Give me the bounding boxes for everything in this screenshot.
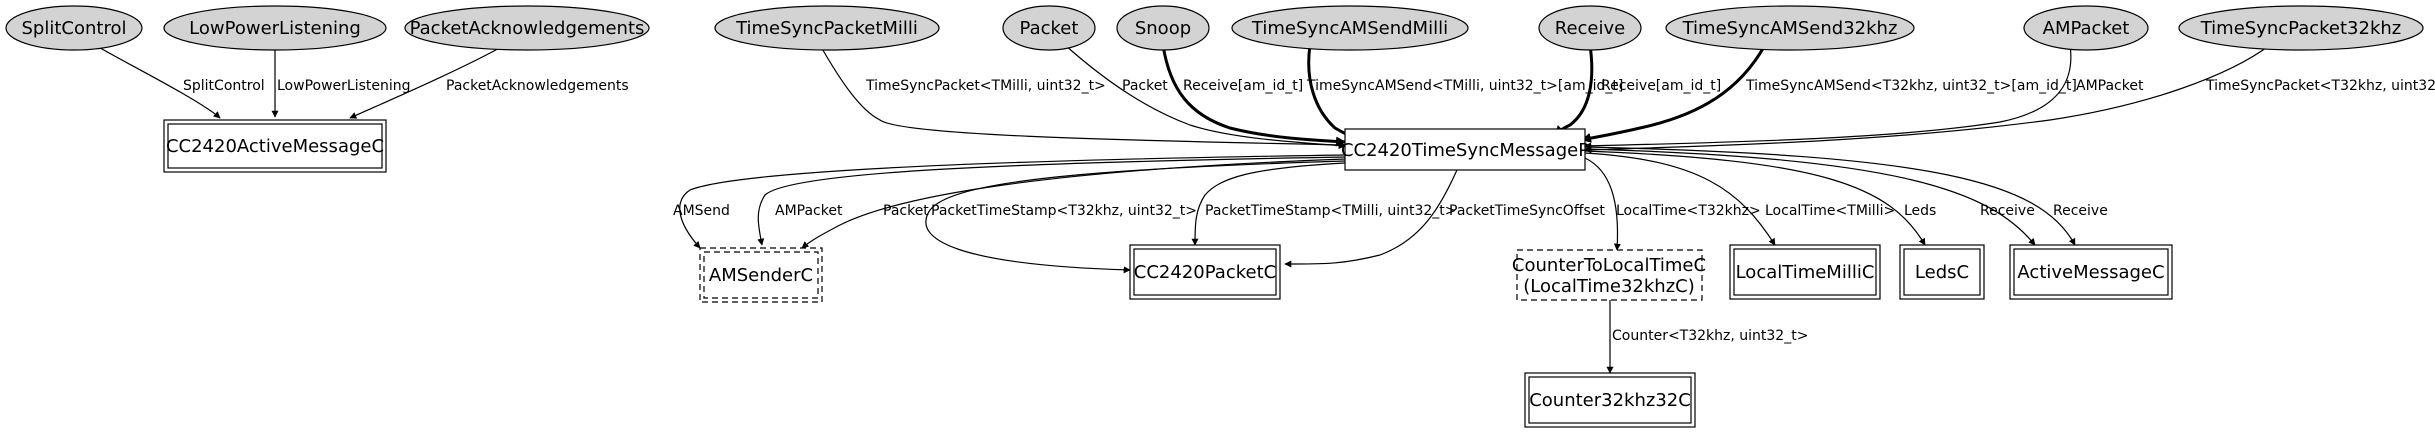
node-label-cc2420-timesync-message: CC2420TimeSyncMessageP <box>1341 140 1589 161</box>
edge-labels: SplitControl LowPowerListening PacketAck… <box>183 78 2435 344</box>
node-label-receive: Receive <box>1555 18 1625 39</box>
node-ts-packet-milli[interactable]: TimeSyncPacketMilli <box>714 5 940 51</box>
edge-label-ts-packet-milli: TimeSyncPacket<TMilli, uint32_t> <box>865 78 1106 94</box>
node-split-control[interactable]: SplitControl <box>5 5 143 51</box>
edge-label-counter: Counter<T32khz, uint32_t> <box>1612 328 1808 344</box>
node-label-counter-to-localtime-2: (LocalTime32khzC) <box>1523 276 1695 297</box>
edge-packet <box>1064 44 1346 150</box>
node-label-counter-to-localtime-1: CounterToLocalTimeC <box>1512 255 1706 276</box>
node-localtime-milli[interactable]: LocalTimeMilliC <box>1729 244 1881 300</box>
edge-label-receive: Receive[am_id_t] <box>1601 78 1721 94</box>
node-label-cc2420-active-message: CC2420ActiveMessageC <box>166 136 384 157</box>
interface-nodes: SplitControl LowPowerListening PacketAck… <box>5 5 2424 51</box>
edge-ts-amsend-32khz <box>1581 44 1767 143</box>
edge-receive-out-2 <box>1584 146 2076 246</box>
edge-label-ts-packet-32khz: TimeSyncPacket<T32khz, uint32_t> <box>2205 78 2435 94</box>
edge-label-localtime-32khz: LocalTime<T32khz> <box>1616 203 1761 219</box>
node-label-packet: Packet <box>1020 18 1079 39</box>
edge-pts-32khz <box>925 160 1346 274</box>
edge-label-leds: Leds <box>1904 203 1936 219</box>
edge-label-snoop: Receive[am_id_t] <box>1183 78 1303 94</box>
edge-ampacket-in <box>1584 44 2072 150</box>
node-cc2420-active-message[interactable]: CC2420ActiveMessageC <box>163 119 387 173</box>
edge-label-pts-milli: PacketTimeStamp<TMilli, uint32_t> <box>1205 203 1457 219</box>
edge-label-pts-32khz: PacketTimeStamp<T32khz, uint32_t> <box>931 203 1197 219</box>
edge-label-receive-out-2: Receive <box>2053 203 2108 219</box>
edge-amsend-out <box>679 154 1346 249</box>
edge-ts-packet-milli <box>819 44 1346 149</box>
node-label-localtime-milli: LocalTimeMilliC <box>1736 262 1875 283</box>
node-cc2420-timesync-message[interactable]: CC2420TimeSyncMessageP <box>1341 128 1589 171</box>
edge-label-ts-amsend-milli: TimeSyncAMSend<TMilli, uint32_t>[am_id_t… <box>1306 78 1623 94</box>
node-snoop[interactable]: Snoop <box>1116 5 1210 51</box>
edge-pts-offset <box>1284 162 1461 268</box>
edge-label-low-power-listening: LowPowerListening <box>277 78 411 94</box>
edge-label-split-control: SplitControl <box>183 78 265 94</box>
node-amsender[interactable]: AMSenderC <box>699 247 823 303</box>
edges <box>94 44 2271 374</box>
node-low-power-listening[interactable]: LowPowerListening <box>163 5 387 51</box>
node-ts-amsend-32khz[interactable]: TimeSyncAMSend32khz <box>1665 5 1915 51</box>
node-ts-amsend-milli[interactable]: TimeSyncAMSendMilli <box>1231 5 1469 51</box>
edge-receive-out-1 <box>1584 148 2036 246</box>
node-label-active-message: ActiveMessageC <box>2017 262 2164 283</box>
node-label-counter32khz: Counter32khz32C <box>1529 390 1691 411</box>
edge-label-localtime-milli: LocalTime<TMilli> <box>1765 203 1895 219</box>
node-label-amsender: AMSenderC <box>709 265 813 286</box>
edge-label-amsend-out: AMSend <box>673 203 730 219</box>
edge-ts-packet-32khz <box>1584 44 2271 154</box>
edge-packet-ack <box>349 44 506 119</box>
edge-label-ampacket-in: AMPacket <box>2076 78 2144 94</box>
node-counter-to-localtime[interactable]: CounterToLocalTimeC (LocalTime32khzC) <box>1512 249 1706 301</box>
node-packet-ack[interactable]: PacketAcknowledgements <box>404 5 650 51</box>
edge-leds <box>1584 150 1926 246</box>
component-nodes: CC2420ActiveMessageC CC2420TimeSyncMessa… <box>163 119 2173 428</box>
edge-label-packet-ack: PacketAcknowledgements <box>446 78 629 94</box>
edge-label-packet-out: Packet <box>883 203 929 219</box>
edge-label-packet: Packet <box>1122 78 1168 94</box>
node-ampacket[interactable]: AMPacket <box>2023 5 2149 51</box>
node-label-snoop: Snoop <box>1135 18 1191 39</box>
node-label-ts-packet-32khz: TimeSyncPacket32khz <box>2200 18 2402 39</box>
node-receive[interactable]: Receive <box>1538 5 1642 51</box>
node-label-cc2420-packet: CC2420PacketC <box>1134 262 1276 283</box>
node-label-ampacket: AMPacket <box>2043 18 2130 39</box>
node-label-ts-packet-milli: TimeSyncPacketMilli <box>735 18 918 39</box>
edge-label-ampacket-out: AMPacket <box>775 203 843 219</box>
node-label-low-power-listening: LowPowerListening <box>189 18 361 39</box>
node-label-packet-ack: PacketAcknowledgements <box>410 18 645 39</box>
node-label-split-control: SplitControl <box>22 18 127 39</box>
node-cc2420-packet[interactable]: CC2420PacketC <box>1129 244 1281 300</box>
edge-snoop <box>1161 44 1346 147</box>
node-label-leds: LedsC <box>1915 262 1969 283</box>
edge-label-receive-out-1: Receive <box>1980 203 2035 219</box>
edge-label-ts-amsend-32khz: TimeSyncAMSend<T32khz, uint32_t>[am_id_t… <box>1745 78 2077 94</box>
node-packet[interactable]: Packet <box>1002 5 1096 51</box>
node-counter32khz[interactable]: Counter32khz32C <box>1524 372 1696 428</box>
edge-label-pts-offset: PacketTimeSyncOffset <box>1449 203 1605 219</box>
edge-localtime-32khz <box>1584 157 1621 251</box>
node-active-message[interactable]: ActiveMessageC <box>2009 244 2173 300</box>
node-label-ts-amsend-32khz: TimeSyncAMSend32khz <box>1682 18 1898 39</box>
edge-pts-milli <box>1191 162 1346 246</box>
node-label-ts-amsend-milli: TimeSyncAMSendMilli <box>1251 18 1448 39</box>
node-leds[interactable]: LedsC <box>1899 244 1985 300</box>
edge-ampacket-out <box>757 156 1346 246</box>
edge-localtime-milli <box>1584 152 1776 246</box>
node-ts-packet-32khz[interactable]: TimeSyncPacket32khz <box>2178 5 2424 51</box>
edge-split-control <box>94 44 221 119</box>
